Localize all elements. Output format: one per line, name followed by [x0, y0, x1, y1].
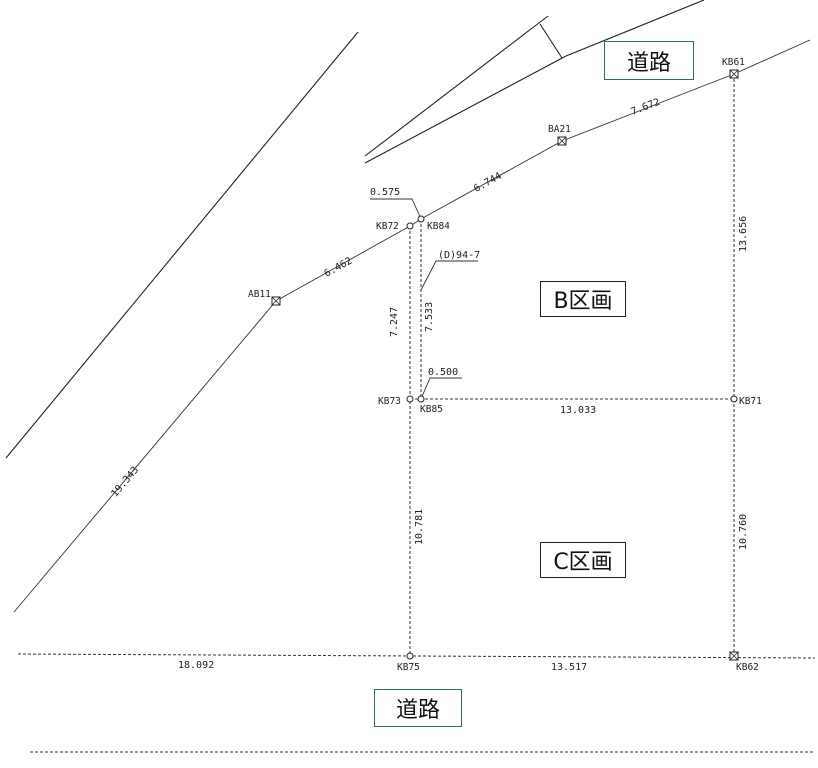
point-label: KB62 — [736, 662, 759, 673]
distance-label: 7.672 — [630, 97, 662, 118]
distance-label: 6.744 — [472, 171, 504, 195]
distance-label: 6.462 — [323, 256, 355, 280]
distance-label: 19.343 — [109, 465, 141, 500]
point-marker — [271, 296, 281, 306]
point-marker — [417, 215, 425, 223]
point-label: AB11 — [248, 289, 271, 300]
parcel-label-b: B区画 — [540, 281, 626, 317]
road-edge-line — [364, 15, 549, 157]
road-edge-line — [539, 23, 563, 59]
distance-label: 7.533 — [424, 302, 435, 332]
point-marker — [729, 69, 739, 79]
boundary-line — [561, 73, 735, 142]
distance-label: 10.760 — [738, 514, 749, 550]
boundary-line — [420, 140, 563, 220]
distance-label: 13.656 — [738, 216, 749, 252]
point-marker — [406, 652, 414, 660]
road-edge-line — [17, 653, 816, 659]
distance-label: 13.517 — [551, 662, 587, 673]
distance-label: 7.247 — [389, 307, 400, 337]
point-label: KB72 — [376, 221, 399, 232]
distance-label: 0.500 — [428, 367, 458, 378]
distance-label: 0.575 — [370, 187, 400, 198]
leader-line — [420, 377, 462, 400]
road-label-bottom: 道路 — [374, 689, 462, 727]
boundary-line — [275, 225, 411, 302]
point-marker — [730, 395, 738, 403]
point-label: KB61 — [722, 57, 745, 68]
point-marker — [557, 136, 567, 146]
distance-label: 13.033 — [560, 405, 596, 416]
distance-label: 10.781 — [414, 509, 425, 545]
parcel-label-c: C区画 — [540, 542, 626, 578]
point-label: KB75 — [397, 662, 420, 673]
road-edge-line — [364, 55, 567, 164]
leader-line — [370, 198, 422, 220]
point-marker — [729, 651, 739, 661]
point-marker — [417, 395, 425, 403]
distance-label: 18.092 — [178, 660, 214, 671]
point-marker — [406, 222, 414, 230]
boundary-line — [733, 39, 811, 75]
point-marker — [406, 395, 414, 403]
point-label: BA21 — [548, 124, 571, 135]
point-label: KB84 — [427, 221, 450, 232]
point-label: KB85 — [420, 404, 443, 415]
leader-line — [420, 260, 478, 291]
road-label-top: 道路 — [604, 41, 694, 80]
road-edge-line — [565, 0, 705, 57]
point-label: KB71 — [739, 396, 762, 407]
distance-label: (D)94-7 — [438, 250, 480, 261]
point-label: KB73 — [378, 396, 401, 407]
boundary-line — [13, 300, 277, 613]
road-edge-line — [5, 31, 359, 459]
